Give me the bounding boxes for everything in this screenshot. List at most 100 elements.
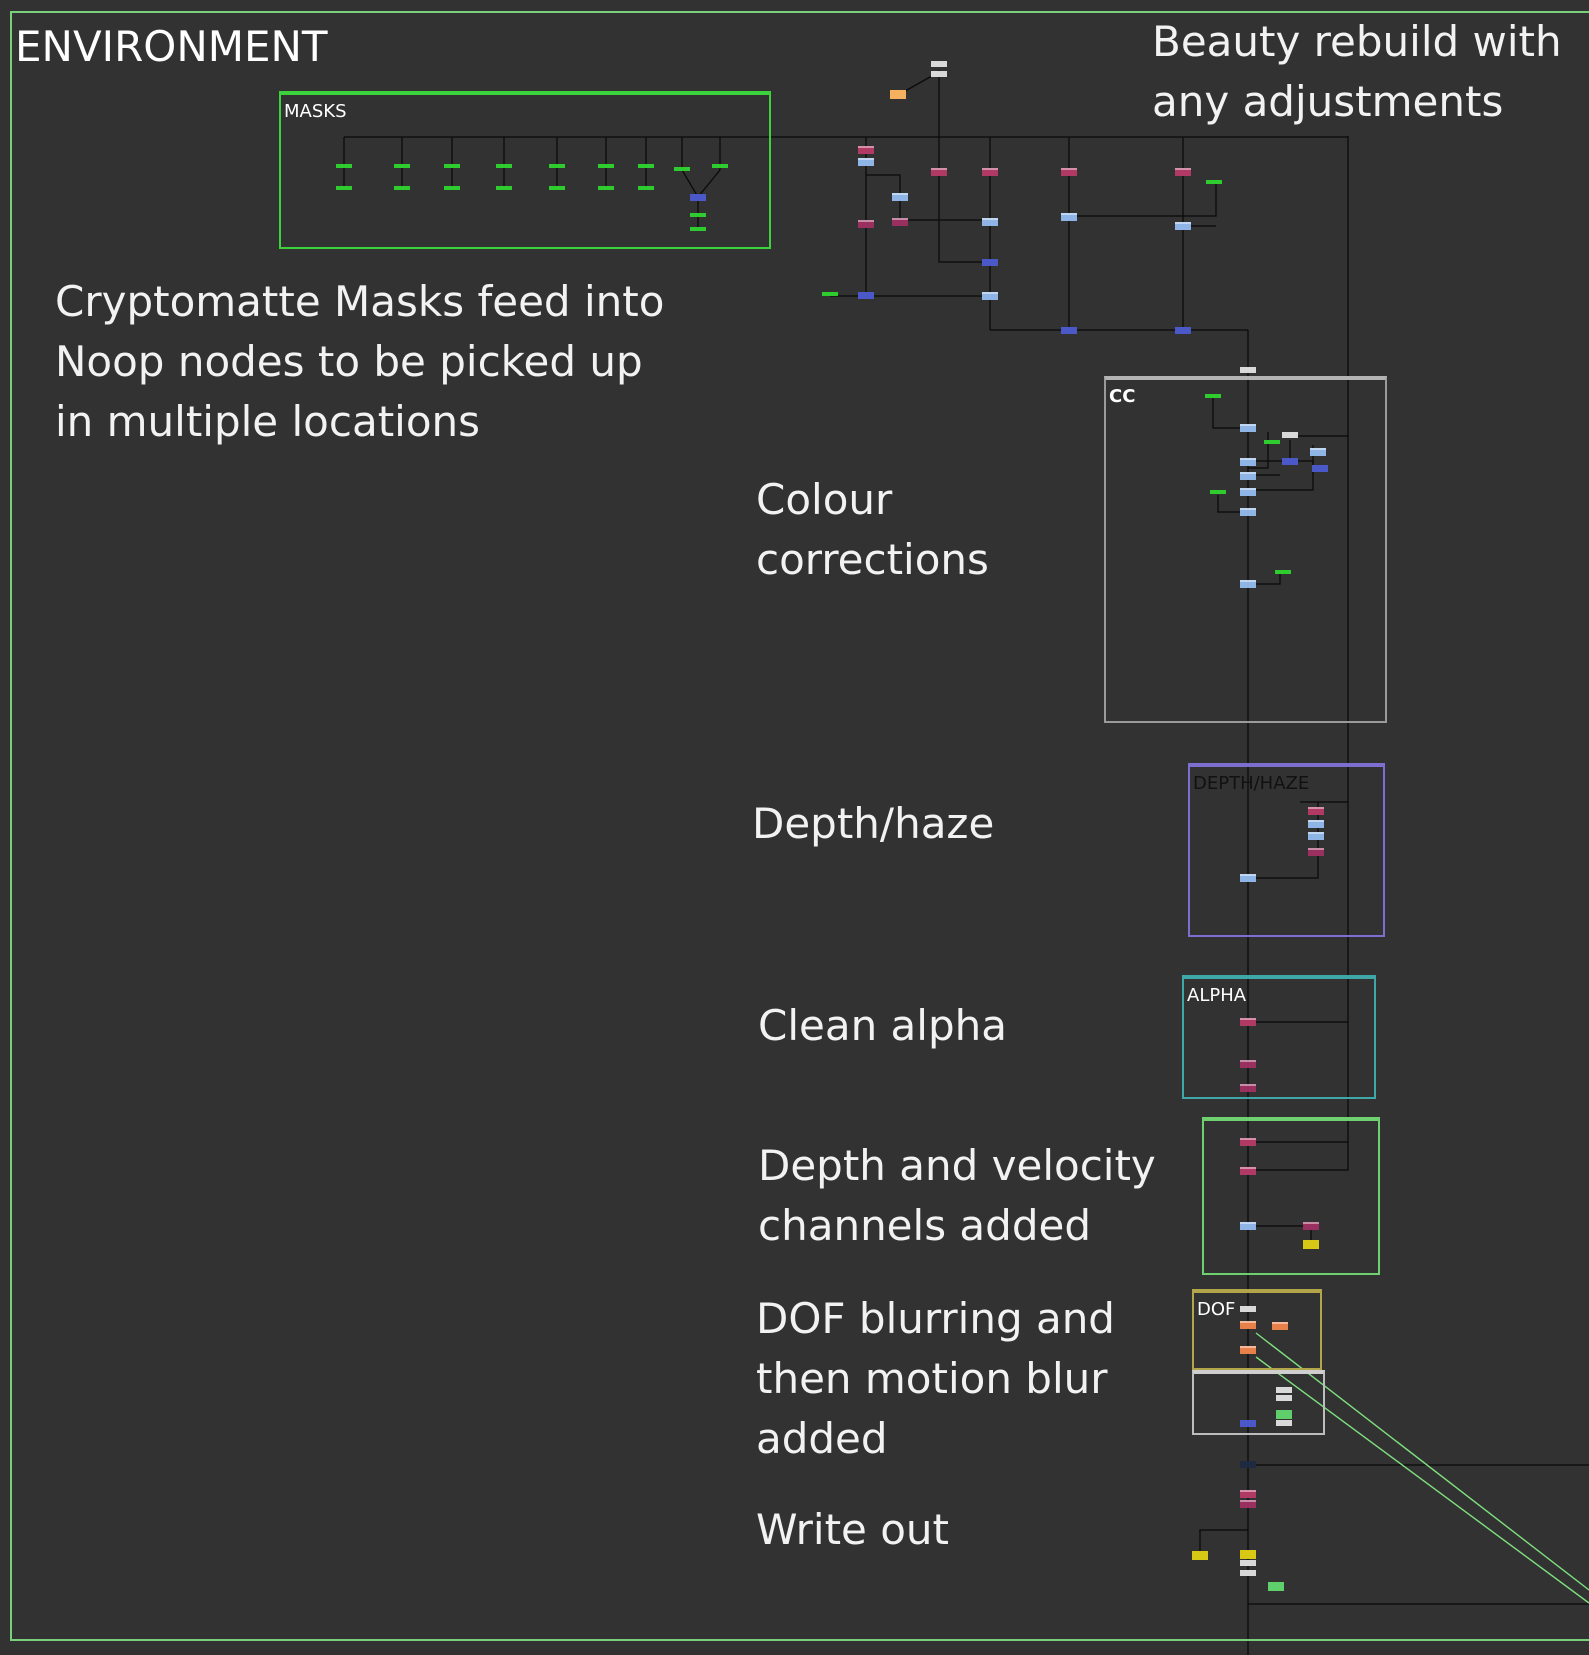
read-node[interactable] bbox=[1276, 1387, 1292, 1393]
mask-node[interactable] bbox=[690, 213, 706, 217]
copy-node[interactable] bbox=[1303, 1222, 1319, 1230]
shuffle-node[interactable] bbox=[858, 146, 874, 154]
blur-node[interactable] bbox=[1240, 1321, 1256, 1329]
write-node[interactable] bbox=[1240, 1550, 1256, 1559]
grade-node[interactable] bbox=[1240, 580, 1256, 588]
mask-node[interactable] bbox=[822, 292, 838, 296]
merge-node[interactable] bbox=[1312, 465, 1328, 472]
beauty-rebuild-note: Beauty rebuild with any adjustments bbox=[1152, 17, 1562, 126]
channels-backdrop[interactable] bbox=[1202, 1117, 1380, 1275]
noop-dark-node[interactable] bbox=[1240, 1461, 1256, 1468]
write-out-note: Write out bbox=[756, 1505, 950, 1554]
masks-backdrop[interactable]: MASKS bbox=[279, 91, 771, 249]
mask-node[interactable] bbox=[496, 186, 512, 190]
grade-node[interactable] bbox=[1240, 458, 1256, 466]
merge-node[interactable] bbox=[1240, 1420, 1256, 1427]
shuffle-node[interactable] bbox=[1061, 168, 1077, 176]
mask-node[interactable] bbox=[690, 227, 706, 231]
shuffle-node[interactable] bbox=[1240, 1167, 1256, 1175]
grade-node[interactable] bbox=[1310, 448, 1326, 456]
read-node[interactable] bbox=[1276, 1420, 1292, 1426]
grade-node[interactable] bbox=[1240, 424, 1256, 432]
blur-node[interactable] bbox=[1272, 1322, 1288, 1330]
read-node[interactable] bbox=[931, 71, 947, 77]
mask-node[interactable] bbox=[598, 186, 614, 190]
shuffle-node[interactable] bbox=[1175, 168, 1191, 176]
mask-node[interactable] bbox=[1264, 440, 1280, 444]
node-wire bbox=[1217, 495, 1248, 513]
mask-node[interactable] bbox=[1205, 394, 1221, 398]
grade-node[interactable] bbox=[1308, 820, 1324, 828]
grade-node[interactable] bbox=[982, 218, 998, 226]
copy-node[interactable] bbox=[1308, 848, 1324, 856]
read-node[interactable] bbox=[931, 61, 947, 67]
grade-node[interactable] bbox=[982, 292, 998, 300]
merge-node[interactable] bbox=[858, 292, 874, 299]
shuffle-node[interactable] bbox=[1240, 1138, 1256, 1146]
grade-node[interactable] bbox=[1240, 1222, 1256, 1230]
shuffle-node[interactable] bbox=[1308, 807, 1324, 815]
copy-node[interactable] bbox=[892, 218, 908, 226]
mask-node[interactable] bbox=[712, 164, 728, 168]
mask-node[interactable] bbox=[394, 186, 410, 190]
read-node[interactable] bbox=[1240, 367, 1256, 373]
environment-backdrop[interactable] bbox=[10, 11, 1589, 1641]
shuffle-node[interactable] bbox=[982, 168, 998, 176]
green-output-node[interactable] bbox=[1276, 1410, 1292, 1419]
mask-node[interactable] bbox=[1206, 180, 1222, 184]
shuffle-node[interactable] bbox=[931, 168, 947, 176]
grade-node[interactable] bbox=[1240, 488, 1256, 496]
write-node[interactable] bbox=[1303, 1240, 1319, 1249]
blur-node[interactable] bbox=[1240, 1346, 1256, 1354]
copy-node[interactable] bbox=[858, 220, 874, 228]
dof-backdrop-label: DOF bbox=[1197, 1299, 1236, 1320]
grade-node[interactable] bbox=[858, 158, 874, 166]
mask-node[interactable] bbox=[549, 164, 565, 168]
depth-haze-backdrop[interactable]: DEPTH/HAZE bbox=[1188, 763, 1385, 937]
grade-node[interactable] bbox=[1175, 222, 1191, 230]
grade-node[interactable] bbox=[1308, 832, 1324, 840]
read-node[interactable] bbox=[1240, 1560, 1256, 1566]
merge-node[interactable] bbox=[1061, 327, 1077, 334]
mask-node[interactable] bbox=[598, 164, 614, 168]
copy-node[interactable] bbox=[1240, 1084, 1256, 1092]
grade-node[interactable] bbox=[1240, 472, 1256, 480]
mask-node[interactable] bbox=[336, 186, 352, 190]
node-wire bbox=[1248, 460, 1314, 491]
mask-node[interactable] bbox=[638, 186, 654, 190]
shuffle-node[interactable] bbox=[1240, 1490, 1256, 1498]
read-node[interactable] bbox=[1282, 432, 1298, 438]
merge-node[interactable] bbox=[982, 259, 998, 266]
green-output-node[interactable] bbox=[1268, 1582, 1284, 1591]
copy-node[interactable] bbox=[1240, 1500, 1256, 1508]
grade-node[interactable] bbox=[892, 193, 908, 201]
alpha-backdrop[interactable]: ALPHA bbox=[1182, 975, 1376, 1099]
mask-node[interactable] bbox=[1275, 570, 1291, 574]
mask-node[interactable] bbox=[394, 164, 410, 168]
mask-node[interactable] bbox=[638, 164, 654, 168]
merge-node[interactable] bbox=[690, 194, 706, 201]
merge-node[interactable] bbox=[1282, 458, 1298, 465]
mask-node[interactable] bbox=[1210, 490, 1226, 494]
dof-backdrop[interactable]: DOF bbox=[1192, 1289, 1322, 1370]
read-node[interactable] bbox=[1240, 1570, 1256, 1576]
motion-blur-backdrop[interactable] bbox=[1192, 1370, 1325, 1435]
mask-node[interactable] bbox=[444, 186, 460, 190]
shuffle-node[interactable] bbox=[1240, 1018, 1256, 1026]
merge-node[interactable] bbox=[1175, 327, 1191, 334]
mask-node[interactable] bbox=[444, 164, 460, 168]
cc-backdrop[interactable]: CC bbox=[1104, 376, 1387, 723]
mask-node[interactable] bbox=[549, 186, 565, 190]
copy-node[interactable] bbox=[1240, 1060, 1256, 1068]
mask-node[interactable] bbox=[674, 167, 690, 171]
mask-node[interactable] bbox=[336, 164, 352, 168]
orange-dot-node[interactable] bbox=[890, 90, 906, 99]
write-node[interactable] bbox=[1192, 1551, 1208, 1560]
grade-node[interactable] bbox=[1240, 508, 1256, 516]
grade-node[interactable] bbox=[1061, 213, 1077, 221]
cc-backdrop-label: CC bbox=[1109, 386, 1136, 407]
grade-node[interactable] bbox=[1240, 874, 1256, 882]
mask-node[interactable] bbox=[496, 164, 512, 168]
read-node[interactable] bbox=[1276, 1395, 1292, 1401]
read-node[interactable] bbox=[1240, 1306, 1256, 1312]
